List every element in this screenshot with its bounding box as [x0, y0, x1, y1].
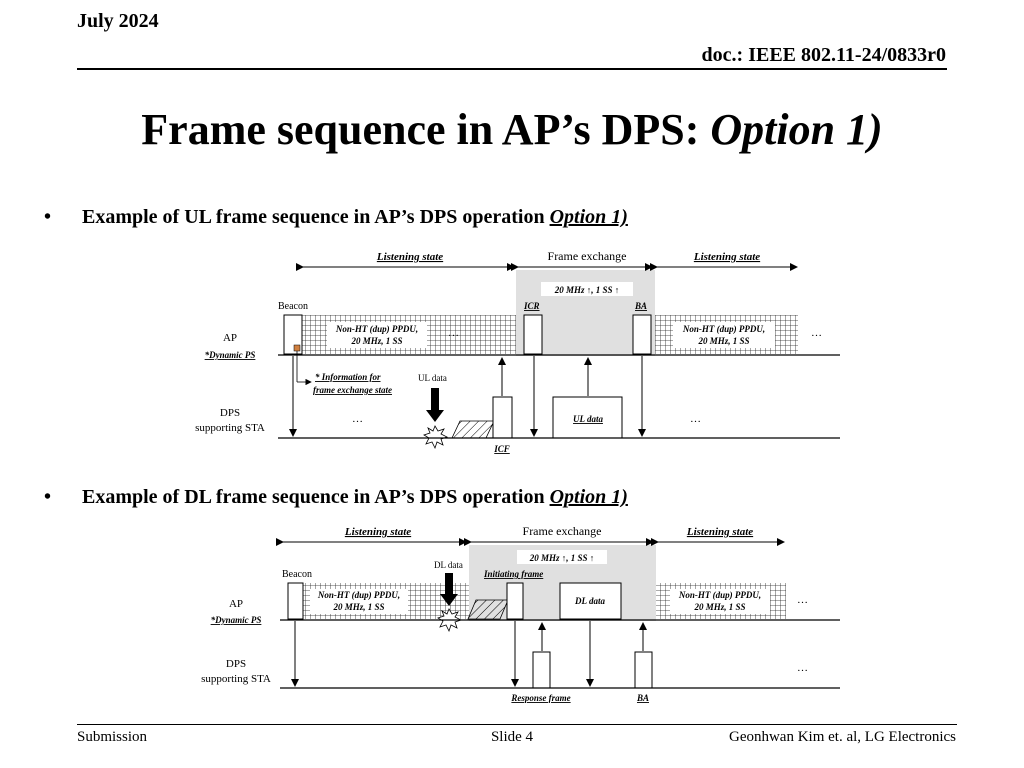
ul-dynamic-ps-label: *Dynamic PS	[205, 350, 256, 360]
ul-bw-note-box	[541, 282, 633, 296]
ul-sta-ellipsis-left: …	[352, 413, 363, 425]
dl-ppdu-left-line1: Non-HT (dup) PPDU,	[317, 590, 400, 600]
dl-listening-right-label: Listening state	[686, 526, 753, 538]
ul-listening-right-label: Listening state	[693, 251, 760, 263]
dl-frame-exchange-label: Frame exchange	[523, 524, 602, 538]
ul-ppdu-left-line2: 20 MHz, 1 SS	[350, 336, 402, 346]
dl-data-frame	[559, 582, 622, 620]
bullet-dot: •	[44, 206, 52, 228]
dl-ppdu-right-line1: Non-HT (dup) PPDU,	[678, 590, 761, 600]
ul-beacon-frame	[283, 314, 303, 355]
dl-data-down-arrow	[440, 573, 458, 606]
bullet-ul-option: Option 1)	[549, 206, 628, 228]
ul-sta-label-1: DPS	[220, 407, 240, 419]
header-date: July 2024	[77, 10, 159, 32]
dl-ppdu-left-box	[310, 589, 408, 614]
dl-ba-label: BA	[636, 693, 649, 703]
dl-response-frame	[532, 651, 551, 689]
footer-divider	[77, 724, 957, 725]
ul-icr-frame	[523, 314, 543, 355]
slide-title-option: Option 1)	[710, 105, 883, 154]
dl-response-label: Response frame	[510, 693, 570, 703]
ul-ppdu-right-line2: 20 MHz, 1 SS	[697, 336, 749, 346]
dl-ppdu-left-line2: 20 MHz, 1 SS	[332, 602, 384, 612]
dl-data-frame-label: DL data	[574, 596, 605, 606]
dl-data-arrow-label: DL data	[434, 560, 463, 570]
ul-ap-ellipsis: …	[811, 327, 822, 339]
ul-listening-left-label: Listening state	[376, 251, 443, 263]
ul-data-arrow-label: UL data	[418, 373, 447, 383]
dl-listening-left-label: Listening state	[344, 526, 411, 538]
bullet-ul-label: Example of UL frame sequence in AP’s DPS…	[82, 206, 550, 228]
ul-icf-label: ICF	[493, 444, 510, 454]
bullet-dl-option: Option 1)	[549, 486, 628, 508]
ul-data-down-arrow	[426, 388, 444, 422]
slide-title: Frame sequence in AP’s DPS: Option 1)	[0, 104, 1024, 155]
ul-data-burst-icon	[423, 425, 449, 450]
dl-ap-label: AP	[229, 598, 243, 610]
dl-sta-label-2: supporting STA	[201, 673, 271, 685]
ul-ba-label: BA	[634, 301, 647, 311]
bullet-dl-label: Example of DL frame sequence in AP’s DPS…	[82, 486, 550, 508]
dl-bw-note-box	[517, 550, 607, 564]
ul-beacon-label: Beacon	[278, 301, 308, 312]
header-doc-id: doc.: IEEE 802.11-24/0833r0	[701, 44, 946, 66]
dl-beacon-label: Beacon	[282, 569, 312, 580]
ul-ppdu-left-line1: Non-HT (dup) PPDU,	[335, 324, 418, 334]
footer-slide-number: Slide 4	[490, 729, 534, 745]
bullet-ul-text: Example of UL frame sequence in AP’s DPS…	[82, 206, 628, 229]
ul-ppdu-right-box	[673, 322, 775, 348]
ul-ppdu-left-box	[327, 322, 427, 348]
ul-frame-exchange-label: Frame exchange	[548, 249, 627, 263]
ul-ppdu-right-line1: Non-HT (dup) PPDU,	[682, 324, 765, 334]
dl-bw-note: 20 MHz ↑, 1 SS ↑	[529, 553, 595, 563]
dl-sta-label-1: DPS	[226, 658, 246, 670]
dl-initiating-label: Initiating frame	[483, 569, 543, 579]
dl-ba-frame	[634, 651, 653, 689]
bullet-dot: •	[44, 486, 52, 508]
dl-ap-ellipsis: …	[797, 594, 808, 606]
ul-data-frame-label: UL data	[573, 414, 603, 424]
dl-ppdu-right-line2: 20 MHz, 1 SS	[693, 602, 745, 612]
ul-icr-label: ICR	[523, 301, 540, 311]
ul-bw-note: 20 MHz ↑, 1 SS ↑	[554, 285, 620, 295]
ul-sta-ellipsis-right: …	[690, 413, 701, 425]
bullet-dl-text: Example of DL frame sequence in AP’s DPS…	[82, 486, 628, 509]
header-divider	[77, 68, 947, 70]
dl-dynamic-ps-label: *Dynamic PS	[211, 615, 262, 625]
ul-ba-frame	[632, 314, 652, 355]
footer-submission: Submission	[77, 729, 148, 745]
ul-info-line1: * Information for	[315, 372, 381, 382]
ul-ap-label: AP	[223, 332, 237, 344]
dl-initiating-frame	[506, 582, 524, 620]
footer-authors: Geonhwan Kim et. al, LG Electronics	[728, 729, 956, 745]
dl-beacon-frame	[287, 582, 304, 620]
dl-sta-ellipsis: …	[797, 662, 808, 674]
ul-sta-label-2: supporting STA	[195, 422, 265, 434]
ul-info-line2: frame exchange state	[313, 385, 392, 395]
slide-title-main: Frame sequence in AP’s DPS:	[141, 105, 700, 154]
dl-ppdu-right-box	[670, 589, 770, 614]
ul-ppdu-left-ellipsis: …	[448, 327, 459, 339]
